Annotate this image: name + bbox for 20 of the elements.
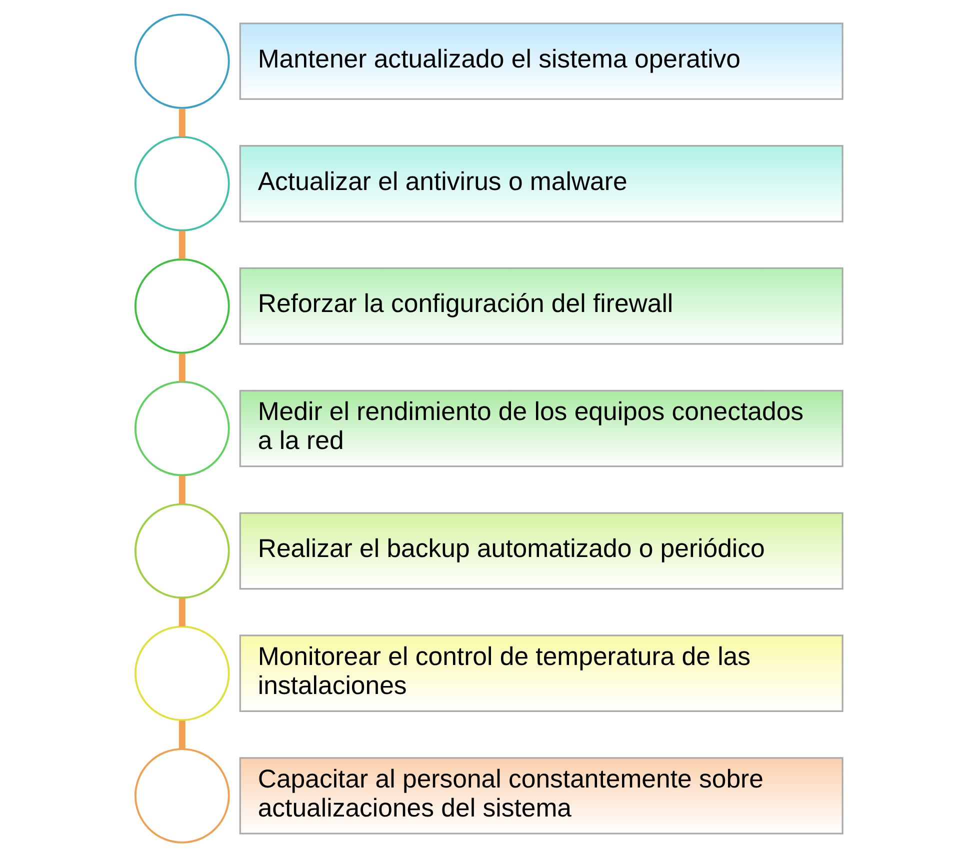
- node-box: Medir el rendimiento de los equipos conectados a la red: [238, 390, 843, 468]
- connector: [178, 720, 185, 749]
- node-circle: [134, 258, 230, 354]
- node-box: Monitorear el control de temperatura de las instalaciones: [238, 634, 843, 712]
- node-box: Reforzar la configuración del firewall: [238, 267, 843, 345]
- node-circle: [134, 14, 230, 109]
- node-circle: [134, 136, 230, 232]
- connector: [178, 598, 185, 626]
- node-box: Capacitar al personal constantemente sobre actualizaciones del sistema: [238, 757, 843, 834]
- node-box: Mantener actualizado el sistema operativo: [238, 22, 843, 100]
- node-circle: [134, 748, 230, 844]
- node-circle: [134, 626, 230, 722]
- connector: [178, 353, 185, 382]
- node-circle: [134, 503, 230, 599]
- node-box: Realizar el backup automatizado o periódico: [238, 512, 843, 590]
- connector: [178, 476, 185, 504]
- connector: [178, 108, 185, 137]
- node-circle: [134, 380, 230, 476]
- node-box: Actualizar el antivirus o malware: [238, 145, 843, 222]
- connector: [178, 231, 185, 260]
